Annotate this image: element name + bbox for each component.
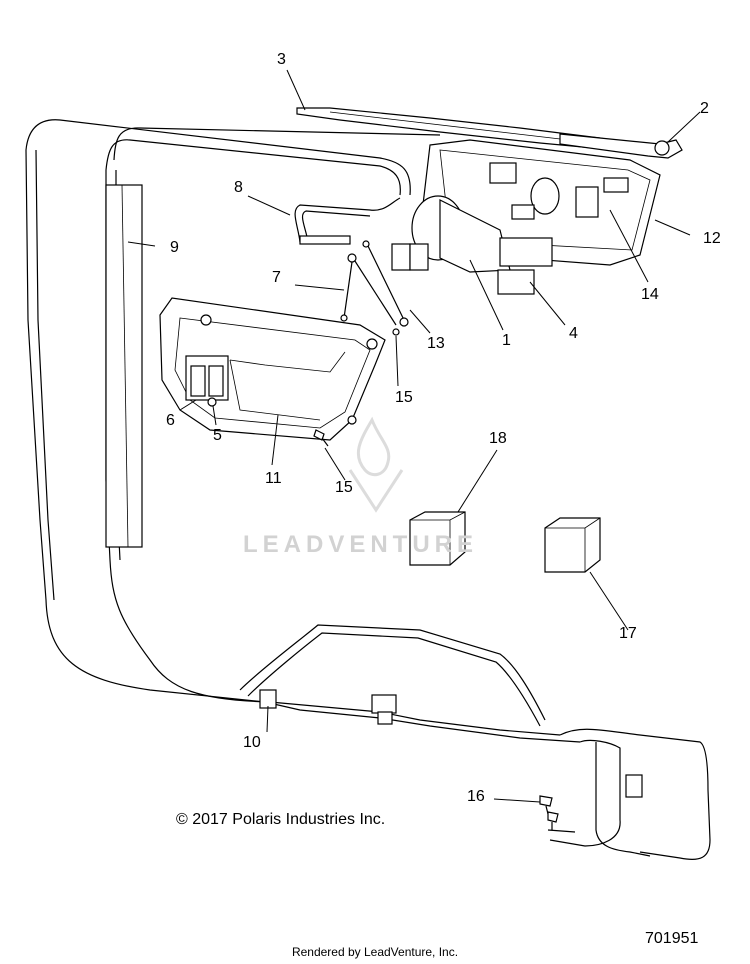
callout-3: 3 (277, 51, 286, 68)
callout-14: 14 (641, 286, 659, 303)
document-number: 701951 (645, 930, 699, 947)
callout-16: 16 (467, 788, 485, 805)
edge-trim (105, 184, 143, 548)
box-18 (409, 511, 466, 566)
watermark-logo (348, 416, 404, 513)
wiper-link-rod (340, 240, 409, 327)
callout-8: 8 (234, 179, 243, 196)
connectors-13 (391, 243, 429, 271)
callout-1: 1 (502, 332, 511, 349)
callout-2: 2 (700, 100, 709, 117)
watermark-text: LEADVENTURE (243, 531, 479, 558)
callout-5: 5 (213, 427, 222, 444)
connector-14 (575, 177, 629, 218)
callout-17: 17 (619, 625, 637, 642)
washer-hose (294, 197, 401, 245)
screw-15 (313, 328, 400, 447)
callout-18: 18 (489, 430, 507, 447)
callout-10: 10 (243, 734, 261, 751)
copyright-text: © 2017 Polaris Industries Inc. (176, 811, 386, 828)
callout-13: 13 (427, 335, 445, 352)
box-17 (544, 517, 601, 573)
rendered-by-footer: Rendered by LeadVenture, Inc. (291, 945, 459, 959)
callout-6: 6 (166, 412, 175, 429)
callout-12: 12 (703, 230, 721, 247)
callout-11: 11 (265, 470, 282, 487)
screws-16 (539, 795, 576, 833)
callout-4: 4 (569, 325, 578, 342)
callout-9: 9 (170, 239, 179, 256)
wiper-arm (559, 133, 683, 159)
harness-clip (259, 689, 643, 798)
leader-lines (127, 69, 701, 803)
callout-15-upper: 15 (395, 389, 413, 406)
callout-7: 7 (272, 269, 281, 286)
callout-15-lower: 15 (335, 479, 353, 496)
switch-panel (159, 297, 386, 441)
